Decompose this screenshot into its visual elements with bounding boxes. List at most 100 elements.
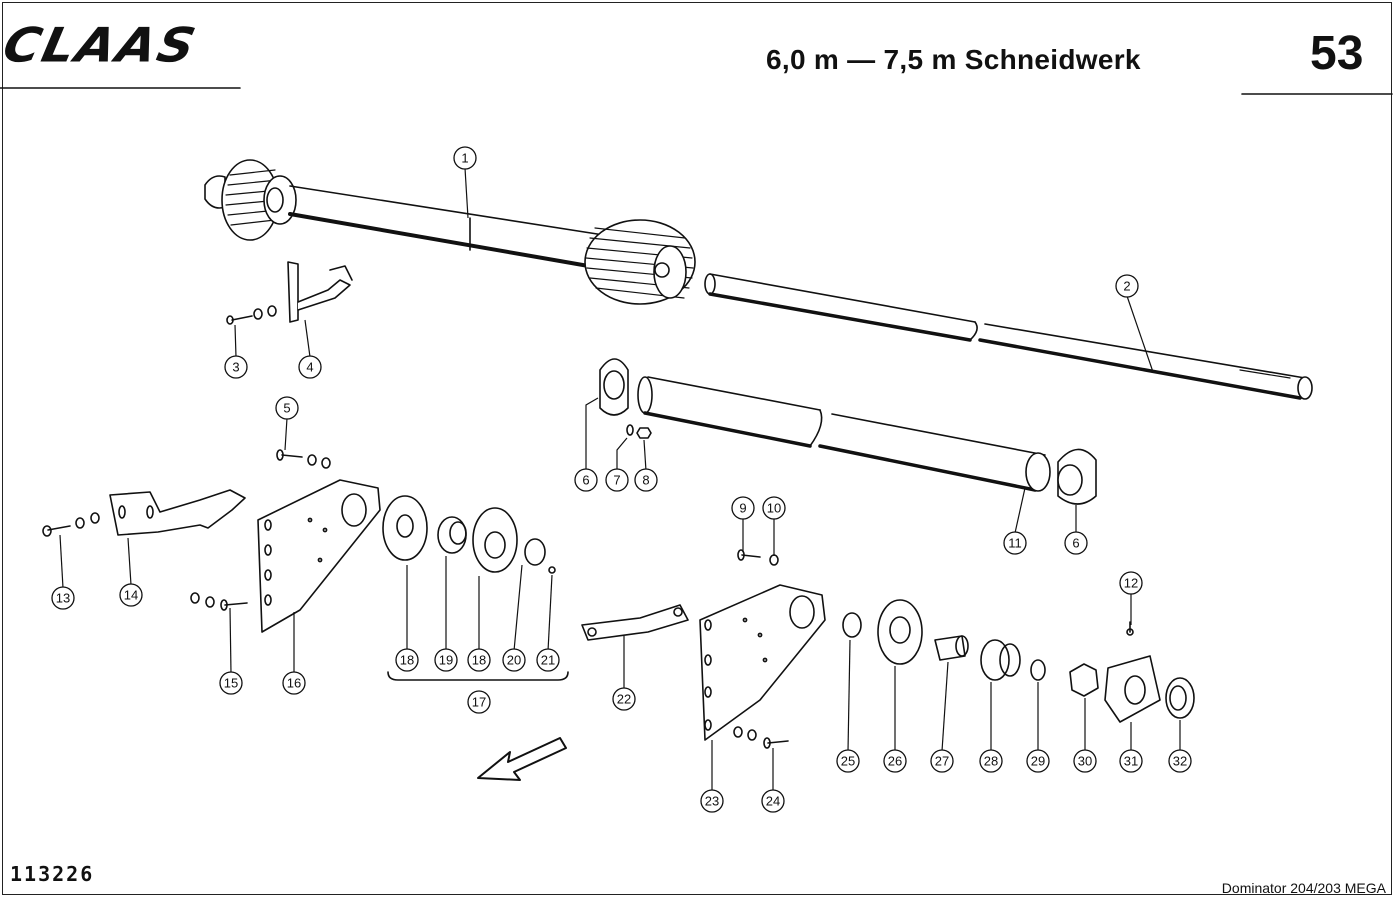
bearing-stack-25-32	[842, 599, 1195, 723]
callout-11: 11	[1003, 531, 1027, 555]
callout-label: 25	[841, 754, 855, 769]
callout-circle	[574, 468, 598, 492]
callout-18: 18	[467, 648, 491, 672]
page-number: 53	[1310, 27, 1364, 80]
callout-label: 18	[400, 653, 414, 668]
callout-13: 13	[51, 586, 75, 610]
callout-5: 5	[275, 396, 299, 420]
callout-label: 31	[1124, 754, 1138, 769]
callout-label: 20	[507, 653, 521, 668]
callout-circle	[1115, 274, 1139, 298]
bracket-14	[109, 489, 246, 536]
callout-circle	[1168, 749, 1192, 773]
callout-25: 25	[836, 749, 860, 773]
callout-circle	[1073, 749, 1097, 773]
callout-14: 14	[119, 583, 143, 607]
callout-circle	[395, 648, 419, 672]
bolt-5	[276, 449, 331, 469]
bearing-flange-left	[599, 358, 629, 416]
callout-26: 26	[883, 749, 907, 773]
main-shaft	[704, 273, 1313, 400]
callout-label: 13	[56, 591, 70, 606]
callout-28: 28	[979, 749, 1003, 773]
callout-label: 7	[613, 473, 620, 488]
callout-circle	[761, 789, 785, 813]
callout-21: 21	[536, 648, 560, 672]
callout-circle	[930, 749, 954, 773]
callout-label: 11	[1008, 536, 1022, 551]
callout-circle	[612, 687, 636, 711]
callout-8: 8	[634, 468, 658, 492]
callout-circle	[634, 468, 658, 492]
callout-label: 4	[306, 360, 313, 375]
callout-label: 6	[1072, 536, 1079, 551]
callout-label: 15	[224, 676, 238, 691]
callout-label: 8	[642, 473, 649, 488]
callout-15: 15	[219, 671, 243, 695]
callout-circle	[605, 468, 629, 492]
callout-circle	[979, 749, 1003, 773]
callout-label: 16	[287, 676, 301, 691]
callout-17: 17	[467, 690, 491, 714]
callout-label: 12	[1124, 576, 1138, 591]
callout-32: 32	[1168, 749, 1192, 773]
callout-label: 28	[984, 754, 998, 769]
callout-label: 29	[1031, 754, 1045, 769]
callout-circle	[1119, 749, 1143, 773]
direction-arrow-icon	[477, 737, 567, 781]
callout-circle	[298, 355, 322, 379]
callout-label: 1	[461, 151, 468, 166]
strap-22	[581, 604, 689, 641]
leader-lines	[59, 167, 1181, 791]
bearing-set-17	[382, 495, 556, 574]
callout-label: 19	[439, 653, 453, 668]
model-label: Dominator 204/203 MEGA	[1221, 880, 1386, 896]
callout-20: 20	[502, 648, 526, 672]
callout-1: 1	[453, 146, 477, 170]
bracket-4	[287, 261, 353, 323]
bolt-15	[190, 592, 248, 611]
callout-circle	[219, 671, 243, 695]
callout-label: 6	[582, 473, 589, 488]
callout-label: 23	[705, 794, 719, 809]
callout-18: 18	[395, 648, 419, 672]
callout-19: 19	[434, 648, 458, 672]
callout-circle	[836, 749, 860, 773]
callout-label: 24	[766, 794, 780, 809]
callout-label: 14	[124, 588, 138, 603]
callout-3: 3	[224, 355, 248, 379]
callout-label: 5	[283, 401, 290, 416]
callout-circle	[1064, 531, 1088, 555]
callout-label: 17	[472, 695, 486, 710]
plate-16	[257, 479, 381, 633]
page-title: 6,0 m — 7,5 m Schneidwerk	[766, 44, 1141, 75]
callout-9: 9	[731, 496, 755, 520]
callout-circle	[700, 789, 724, 813]
callout-circle	[883, 749, 907, 773]
callout-circle	[282, 671, 306, 695]
callout-4: 4	[298, 355, 322, 379]
callout-label: 21	[541, 653, 555, 668]
group-bracket-17	[387, 671, 569, 681]
callout-circle	[453, 146, 477, 170]
callout-label: 32	[1173, 754, 1187, 769]
callout-circle	[731, 496, 755, 520]
callout-27: 27	[930, 749, 954, 773]
nut-8	[636, 427, 652, 439]
callout-2: 2	[1115, 274, 1139, 298]
callout-circle	[51, 586, 75, 610]
callout-label: 18	[472, 653, 486, 668]
callout-circle	[467, 648, 491, 672]
callout-circle	[762, 496, 786, 520]
callout-circle	[119, 583, 143, 607]
bolt-3	[226, 305, 277, 325]
callout-6: 6	[574, 468, 598, 492]
callout-circle	[1119, 571, 1143, 595]
callout-31: 31	[1119, 749, 1143, 773]
callout-circle	[467, 690, 491, 714]
callout-label: 22	[617, 692, 631, 707]
callout-circle	[434, 648, 458, 672]
